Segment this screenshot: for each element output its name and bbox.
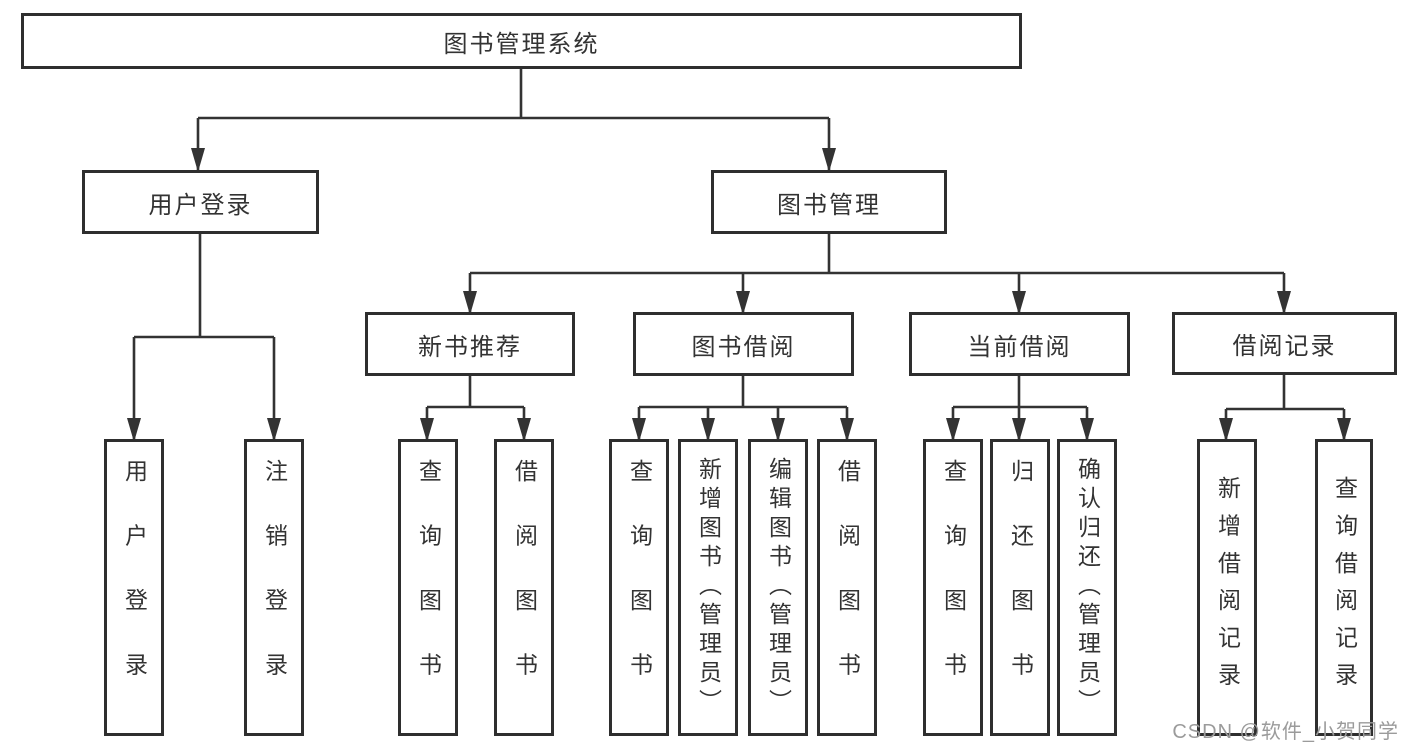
- leaf-return-book-label: 归还图书: [1007, 458, 1034, 717]
- leaf-user-login: 用户登录: [104, 439, 164, 736]
- leaf-return-book: 归还图书: [990, 439, 1050, 736]
- leaf-query-borrow-record-label: 查询借阅记录: [1331, 475, 1358, 700]
- connector-book-borrow: [637, 376, 849, 440]
- node-book-borrow: 图书借阅: [633, 312, 854, 376]
- leaf-logout-label: 注销登录: [261, 458, 288, 717]
- leaf-query-borrow-record: 查询借阅记录: [1315, 439, 1373, 736]
- node-root: 图书管理系统: [21, 13, 1022, 69]
- leaf-add-borrow-record-label: 新增借阅记录: [1214, 475, 1241, 700]
- leaf-query-book-3-label: 查询图书: [940, 458, 967, 717]
- leaf-confirm-return-admin-label: 确认归还（管理员）: [1074, 457, 1101, 718]
- leaf-borrow-book-1-label: 借阅图书: [511, 458, 538, 717]
- node-borrow-records: 借阅记录: [1172, 312, 1397, 375]
- connector-new-book: [425, 376, 526, 440]
- leaf-logout: 注销登录: [244, 439, 304, 736]
- node-current-borrow-label: 当前借阅: [967, 333, 1072, 361]
- node-root-label: 图书管理系统: [443, 30, 600, 58]
- leaf-borrow-book-2: 借阅图书: [817, 439, 877, 736]
- leaf-query-book-2-label: 查询图书: [626, 458, 653, 717]
- node-new-book-recommend: 新书推荐: [365, 312, 575, 376]
- leaf-borrow-book-2-label: 借阅图书: [834, 458, 861, 717]
- node-user-login: 用户登录: [82, 170, 319, 234]
- connector-root: [196, 69, 831, 170]
- node-book-management: 图书管理: [711, 170, 947, 234]
- leaf-query-book-1: 查询图书: [398, 439, 458, 736]
- connector-user-login: [132, 234, 276, 440]
- leaf-query-book-3: 查询图书: [923, 439, 983, 736]
- leaf-edit-book-admin: 编辑图书（管理员）: [748, 439, 808, 736]
- node-user-login-label: 用户登录: [148, 191, 253, 219]
- node-book-borrow-label: 图书借阅: [691, 333, 796, 361]
- leaf-confirm-return-admin: 确认归还（管理员）: [1057, 439, 1117, 736]
- leaf-user-login-label: 用户登录: [121, 458, 148, 717]
- connector-book-management: [468, 234, 1286, 313]
- leaf-borrow-book-1: 借阅图书: [494, 439, 554, 736]
- leaf-add-borrow-record: 新增借阅记录: [1197, 439, 1257, 736]
- arrowheads: [127, 148, 1351, 442]
- node-current-borrow: 当前借阅: [909, 312, 1130, 376]
- leaf-add-book-admin-label: 新增图书（管理员）: [695, 457, 722, 718]
- leaf-edit-book-admin-label: 编辑图书（管理员）: [765, 457, 792, 718]
- leaf-query-book-2: 查询图书: [609, 439, 669, 736]
- node-book-management-label: 图书管理: [777, 191, 881, 219]
- leaf-add-book-admin: 新增图书（管理员）: [678, 439, 738, 736]
- csdn-watermark: CSDN @软件_小贺同学: [1172, 721, 1399, 743]
- node-new-book-recommend-label: 新书推荐: [418, 333, 522, 361]
- node-borrow-records-label: 借阅记录: [1232, 333, 1337, 360]
- connector-borrow-records: [1224, 375, 1346, 440]
- leaf-query-book-1-label: 查询图书: [415, 458, 442, 717]
